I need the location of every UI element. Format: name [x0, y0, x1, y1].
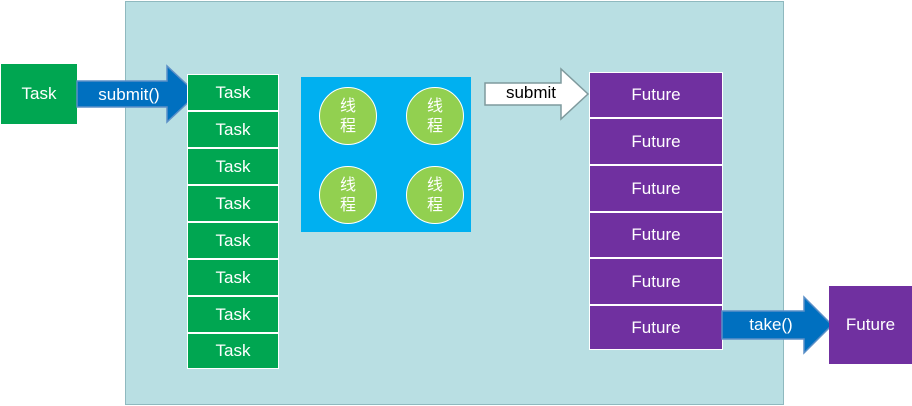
queued-task: Task	[187, 111, 279, 148]
worker-thread: 线程	[406, 87, 464, 145]
future-item: Future	[589, 118, 723, 165]
submit-result-arrow	[484, 67, 590, 121]
take-call-label: take()	[749, 315, 793, 334]
queued-task: Task	[187, 222, 279, 259]
queued-task: Task	[187, 296, 279, 333]
queued-task: Task	[187, 259, 279, 296]
queued-task: Task	[187, 148, 279, 185]
submit-call-arrow	[76, 64, 199, 124]
take-call-arrow	[721, 295, 834, 355]
queued-task: Task	[187, 333, 279, 369]
output-future-box: Future	[829, 286, 912, 364]
submit-result-label: submit	[505, 83, 557, 102]
future-item: Future	[589, 165, 723, 212]
input-task-box: Task	[1, 64, 77, 124]
queued-task: Task	[187, 74, 279, 111]
worker-thread: 线程	[319, 87, 377, 145]
future-item: Future	[589, 258, 723, 305]
worker-thread: 线程	[406, 166, 464, 224]
future-item: Future	[589, 212, 723, 258]
future-item: Future	[589, 305, 723, 350]
submit-call-label: submit()	[98, 85, 160, 104]
future-item: Future	[589, 72, 723, 118]
queued-task: Task	[187, 185, 279, 222]
worker-thread: 线程	[319, 166, 377, 224]
